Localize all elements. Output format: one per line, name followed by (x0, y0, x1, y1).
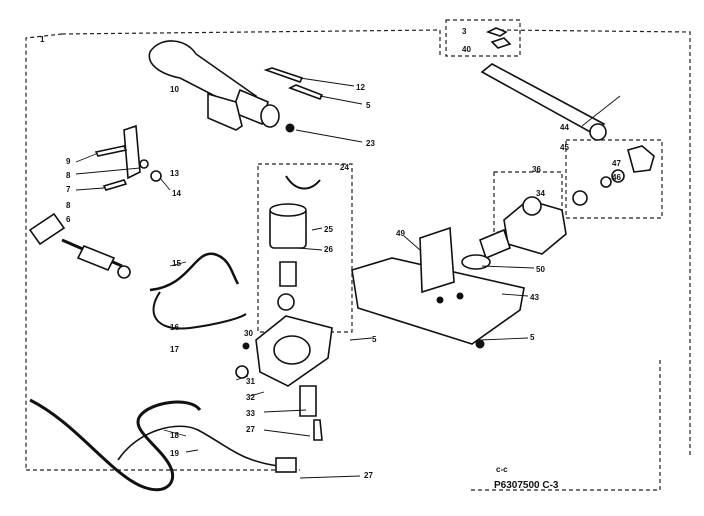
bottom-wiring (29, 398, 323, 492)
screw-12 (263, 67, 304, 83)
part-label-8b: 8 (66, 201, 71, 210)
clip-part (485, 27, 512, 49)
part-label-23: 23 (366, 139, 375, 148)
part-label-19: 19 (170, 449, 179, 458)
screw-5-top (287, 84, 324, 100)
part-label-5b: 5 (372, 335, 377, 344)
fitting-parts (572, 145, 655, 206)
part-label-27b: 27 (364, 471, 373, 480)
part-label-24: 24 (340, 163, 349, 172)
fitting-inset-box (565, 139, 663, 219)
mount-bracket-left (94, 124, 162, 191)
part-label-13: 13 (170, 169, 179, 178)
outer-frame-border (25, 29, 441, 471)
part-label-3: 3 (462, 27, 467, 36)
part-label-16: 16 (170, 323, 179, 332)
burner-plate (351, 226, 525, 349)
part-label-5c: 5 (530, 333, 535, 342)
part-label-47: 47 (612, 159, 621, 168)
part-label-9: 9 (66, 157, 71, 166)
gas-valve-assembly (461, 196, 567, 270)
outer-frame-right (470, 29, 691, 491)
part-label-8a: 8 (66, 171, 71, 180)
part-label-44: 44 (560, 123, 569, 132)
part-label-6: 6 (66, 215, 71, 224)
part-label-30: 30 (244, 329, 253, 338)
part-label-25: 25 (324, 225, 333, 234)
part-label-46: 46 (612, 173, 621, 182)
part-label-14: 14 (172, 189, 181, 198)
part-label-45: 45 (560, 143, 569, 152)
pilot-valve-body (235, 315, 333, 417)
part-label-31: 31 (246, 377, 255, 386)
pilot-assembly (269, 175, 321, 311)
small-code: c-c (496, 465, 508, 474)
part-label-12: 12 (356, 83, 365, 92)
thermocouple-line (28, 212, 247, 330)
part-label-17: 17 (170, 345, 179, 354)
part-label-33: 33 (246, 409, 255, 418)
part-label-36: 36 (532, 165, 541, 174)
part-label-1: 1 (40, 35, 45, 44)
part-label-26: 26 (324, 245, 333, 254)
part-label-32: 32 (246, 393, 255, 402)
part-label-27a: 27 (246, 425, 255, 434)
part-label-18: 18 (170, 431, 179, 440)
part-label-10: 10 (170, 85, 179, 94)
burner-tube-assembly (148, 40, 295, 133)
part-label-50: 50 (536, 265, 545, 274)
valve-rod (480, 63, 607, 141)
hardware-inset-box (445, 19, 521, 57)
part-label-7: 7 (66, 185, 71, 194)
part-label-49: 49 (396, 229, 405, 238)
part-label-5-top: 5 (366, 101, 371, 110)
part-label-40: 40 (462, 45, 471, 54)
part-label-15: 15 (172, 259, 181, 268)
diagram-reference-number: P6307500 C-3 (494, 480, 559, 491)
part-label-34: 34 (536, 189, 545, 198)
part-label-43: 43 (530, 293, 539, 302)
leader-lines (75, 77, 621, 479)
